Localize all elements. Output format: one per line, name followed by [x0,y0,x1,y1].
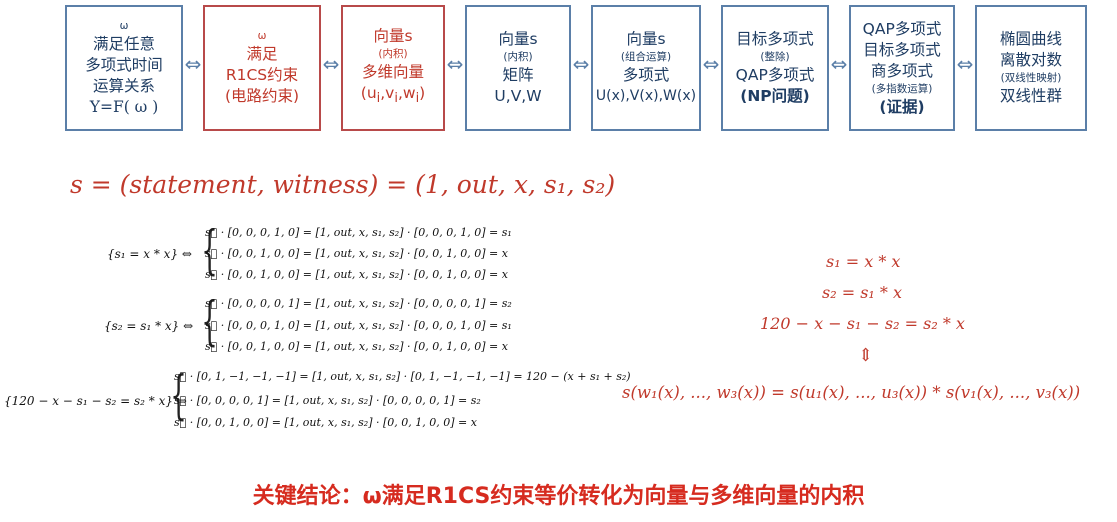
equiv-arrow: ⇔ [956,52,974,76]
equiv-arrow: ⇔ [322,52,340,76]
system-2-row: s⃗ · [0, 0, 1, 0, 0] = [1, out, x, s₁, s… [205,340,508,353]
equiv-arrow: ⇔ [572,52,590,76]
box-vector-inner-product: 向量s (内积) 多维向量 (ui,vi,wi) [341,5,445,131]
box-matrix: 向量s (内积) 矩阵 U,V,W [465,5,571,131]
box-quotient-polynomial: QAP多项式 目标多项式 商多项式 (多指数运算) (证据) [849,5,955,131]
system-3-lhs: {120 − x − s₁ − s₂ = s₂ * x} ⇔ [4,394,187,408]
equiv-arrow: ⇔ [446,52,464,76]
right-eq-s1: s₁ = x * x [826,252,901,271]
system-1-row: s⃗ · [0, 0, 1, 0, 0] = [1, out, x, s₁, s… [205,247,508,260]
system-3-row: s⃗ · [0, 0, 0, 0, 1] = [1, out, x, s₁, s… [174,394,481,407]
box-polynomial-relation: ω 满足任意 多项式时间 运算关系 Y=F( ω ) [65,5,183,131]
uvw-label: (ui,vi,wi) [360,84,426,107]
system-3-row: s⃗ · [0, 0, 1, 0, 0] = [1, out, x, s₁, s… [174,416,477,429]
box-elliptic-curve: 椭圆曲线 离散对数 (双线性映射) 双线性群 [975,5,1087,131]
box-r1cs: ω 满足 R1CS约束 (电路约束) [203,5,321,131]
equiv-arrow: ⇔ [184,52,202,76]
system-1-row: s⃗ · [0, 0, 0, 1, 0] = [1, out, x, s₁, s… [205,226,512,239]
right-eq-qap: s(w₁(x), ..., w₃(x)) = s(u₁(x), ..., u₃(… [622,383,1081,402]
equiv-arrow: ⇔ [702,52,720,76]
s-equation: s = (statement, witness) = (1, out, x, s… [70,170,616,199]
system-2-brace: { [201,292,218,352]
system-2-row: s⃗ · [0, 0, 0, 0, 1] = [1, out, x, s₁, s… [205,297,512,310]
system-1-lhs: {s₁ = x * x} ⇔ [107,247,192,261]
system-1-row: s⃗ · [0, 0, 1, 0, 0] = [1, out, x, s₁, s… [205,268,508,281]
system-3-row: s⃗ · [0, 1, −1, −1, −1] = [1, out, x, s₁… [174,370,631,383]
equiv-arrow: ⇔ [830,52,848,76]
system-2-row: s⃗ · [0, 0, 0, 1, 0] = [1, out, x, s₁, s… [205,319,512,332]
box-qap: 目标多项式 (整除) QAP多项式 (NP问题) [721,5,829,131]
equiv-down-arrow: ⇕ [858,345,874,366]
system-2-lhs: {s₂ = s₁ * x} ⇔ [104,319,194,333]
right-eq-s2: s₂ = s₁ * x [822,283,903,302]
box-polynomial: 向量s (组合运算) 多项式 U(x),V(x),W(x) [591,5,701,131]
system-3-brace: { [170,366,187,426]
system-1-brace: { [201,221,218,281]
key-conclusion: 关键结论：ω满足R1CS约束等价转化为向量与多维向量的内积 [252,484,865,509]
right-eq-constraint: 120 − x − s₁ − s₂ = s₂ * x [760,314,965,333]
